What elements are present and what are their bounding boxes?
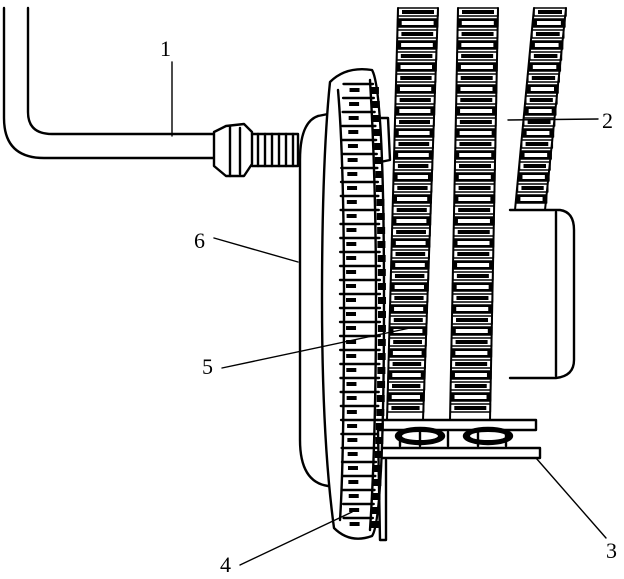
callout-6: 6 bbox=[194, 228, 205, 253]
callout-2: 2 bbox=[602, 108, 613, 133]
threaded-fitting bbox=[212, 122, 300, 178]
callout-5: 5 bbox=[202, 354, 213, 379]
callout-4: 4 bbox=[220, 552, 231, 577]
hub-body bbox=[376, 116, 576, 380]
bent-tube bbox=[2, 6, 216, 160]
callout-3: 3 bbox=[606, 538, 617, 563]
callout-1: 1 bbox=[160, 36, 171, 61]
chain-strands bbox=[386, 7, 567, 446]
large-gear bbox=[320, 68, 386, 540]
bottom-bracket bbox=[376, 418, 542, 542]
leader-lines bbox=[171, 61, 607, 566]
